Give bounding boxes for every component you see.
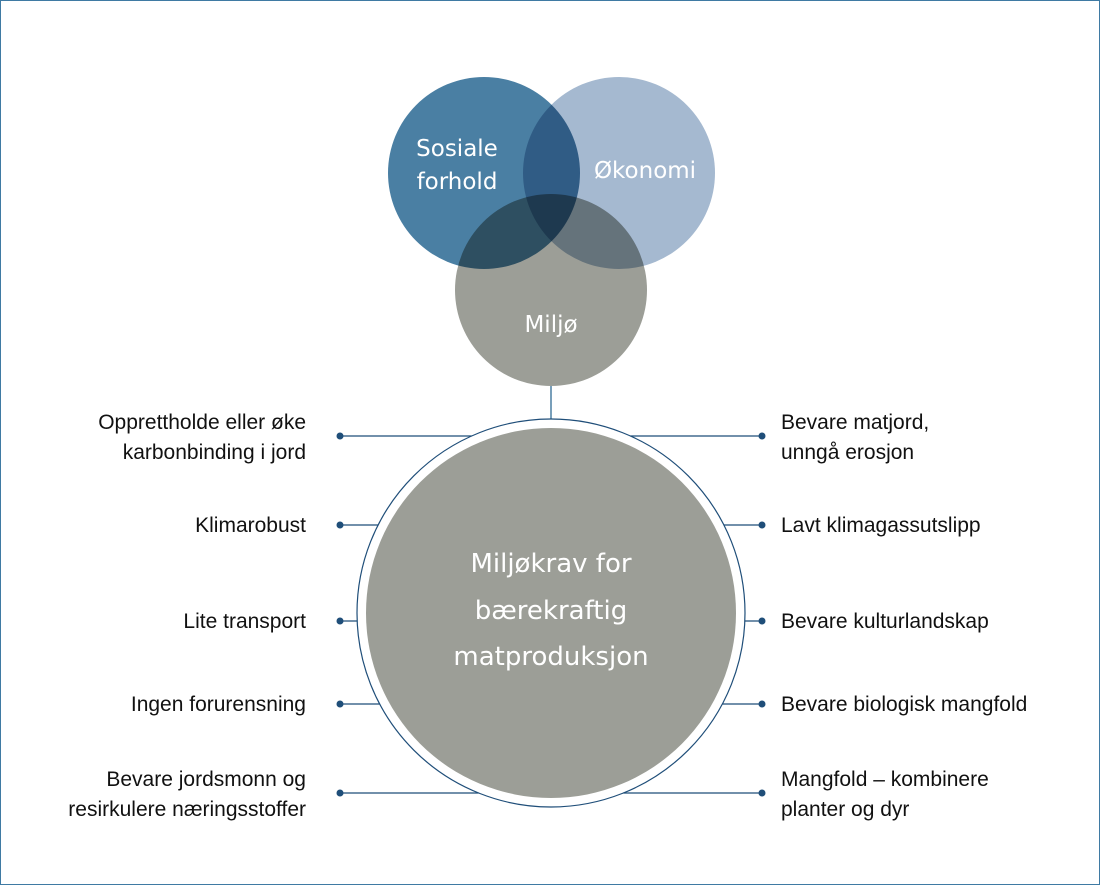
right-bullet-dot <box>758 700 766 708</box>
center-circle <box>366 428 736 798</box>
left-bullet-dot <box>336 432 344 440</box>
left-bullet-dot <box>336 700 344 708</box>
right-bullet-dot <box>758 617 766 625</box>
venn-circle-environment <box>455 194 647 386</box>
right-bullet-dot <box>758 789 766 797</box>
venn-label-social-2: forhold <box>417 169 498 195</box>
venn-diagram <box>388 77 715 386</box>
venn-label-environment: Miljø <box>524 312 577 338</box>
right-item-label: Lavt klimagassutslipp <box>781 514 981 537</box>
center-title-1: Miljøkrav for <box>470 549 631 579</box>
right-bullet-dot <box>758 432 766 440</box>
right-item-label-line2: unngå erosjon <box>781 441 914 464</box>
center-title-2: bærekraftig <box>475 596 627 626</box>
right-item-label-line2: planter og dyr <box>781 798 909 821</box>
venn-label-economy: Økonomi <box>594 158 696 184</box>
left-item-label-line2: karbonbinding i jord <box>123 441 306 464</box>
left-bullet-dot <box>336 521 344 529</box>
venn-label-social-1: Sosiale <box>416 136 498 162</box>
left-bullet-dot <box>336 617 344 625</box>
left-item-label-line2: resirkulere næringsstoffer <box>68 798 306 821</box>
right-bullet-dot <box>758 521 766 529</box>
left-item-label: Lite transport <box>183 610 306 633</box>
center-title-3: matproduksjon <box>453 642 648 672</box>
left-item-label: Opprettholde eller øke <box>98 411 306 434</box>
left-bullet-dot <box>336 789 344 797</box>
item-labels: Opprettholde eller øke karbonbinding i jo… <box>68 411 1027 821</box>
left-item-label: Bevare jordsmonn og <box>106 768 306 791</box>
right-item-label: Bevare matjord, <box>781 411 929 434</box>
item-connectors <box>336 432 766 797</box>
left-item-label: Klimarobust <box>195 514 306 537</box>
right-item-label: Bevare biologisk mangfold <box>781 693 1027 716</box>
right-item-label: Mangfold – kombinere <box>781 768 989 791</box>
center-ring <box>356 418 746 808</box>
right-item-label: Bevare kulturlandskap <box>781 610 989 633</box>
left-item-label: Ingen forurensning <box>131 693 306 716</box>
